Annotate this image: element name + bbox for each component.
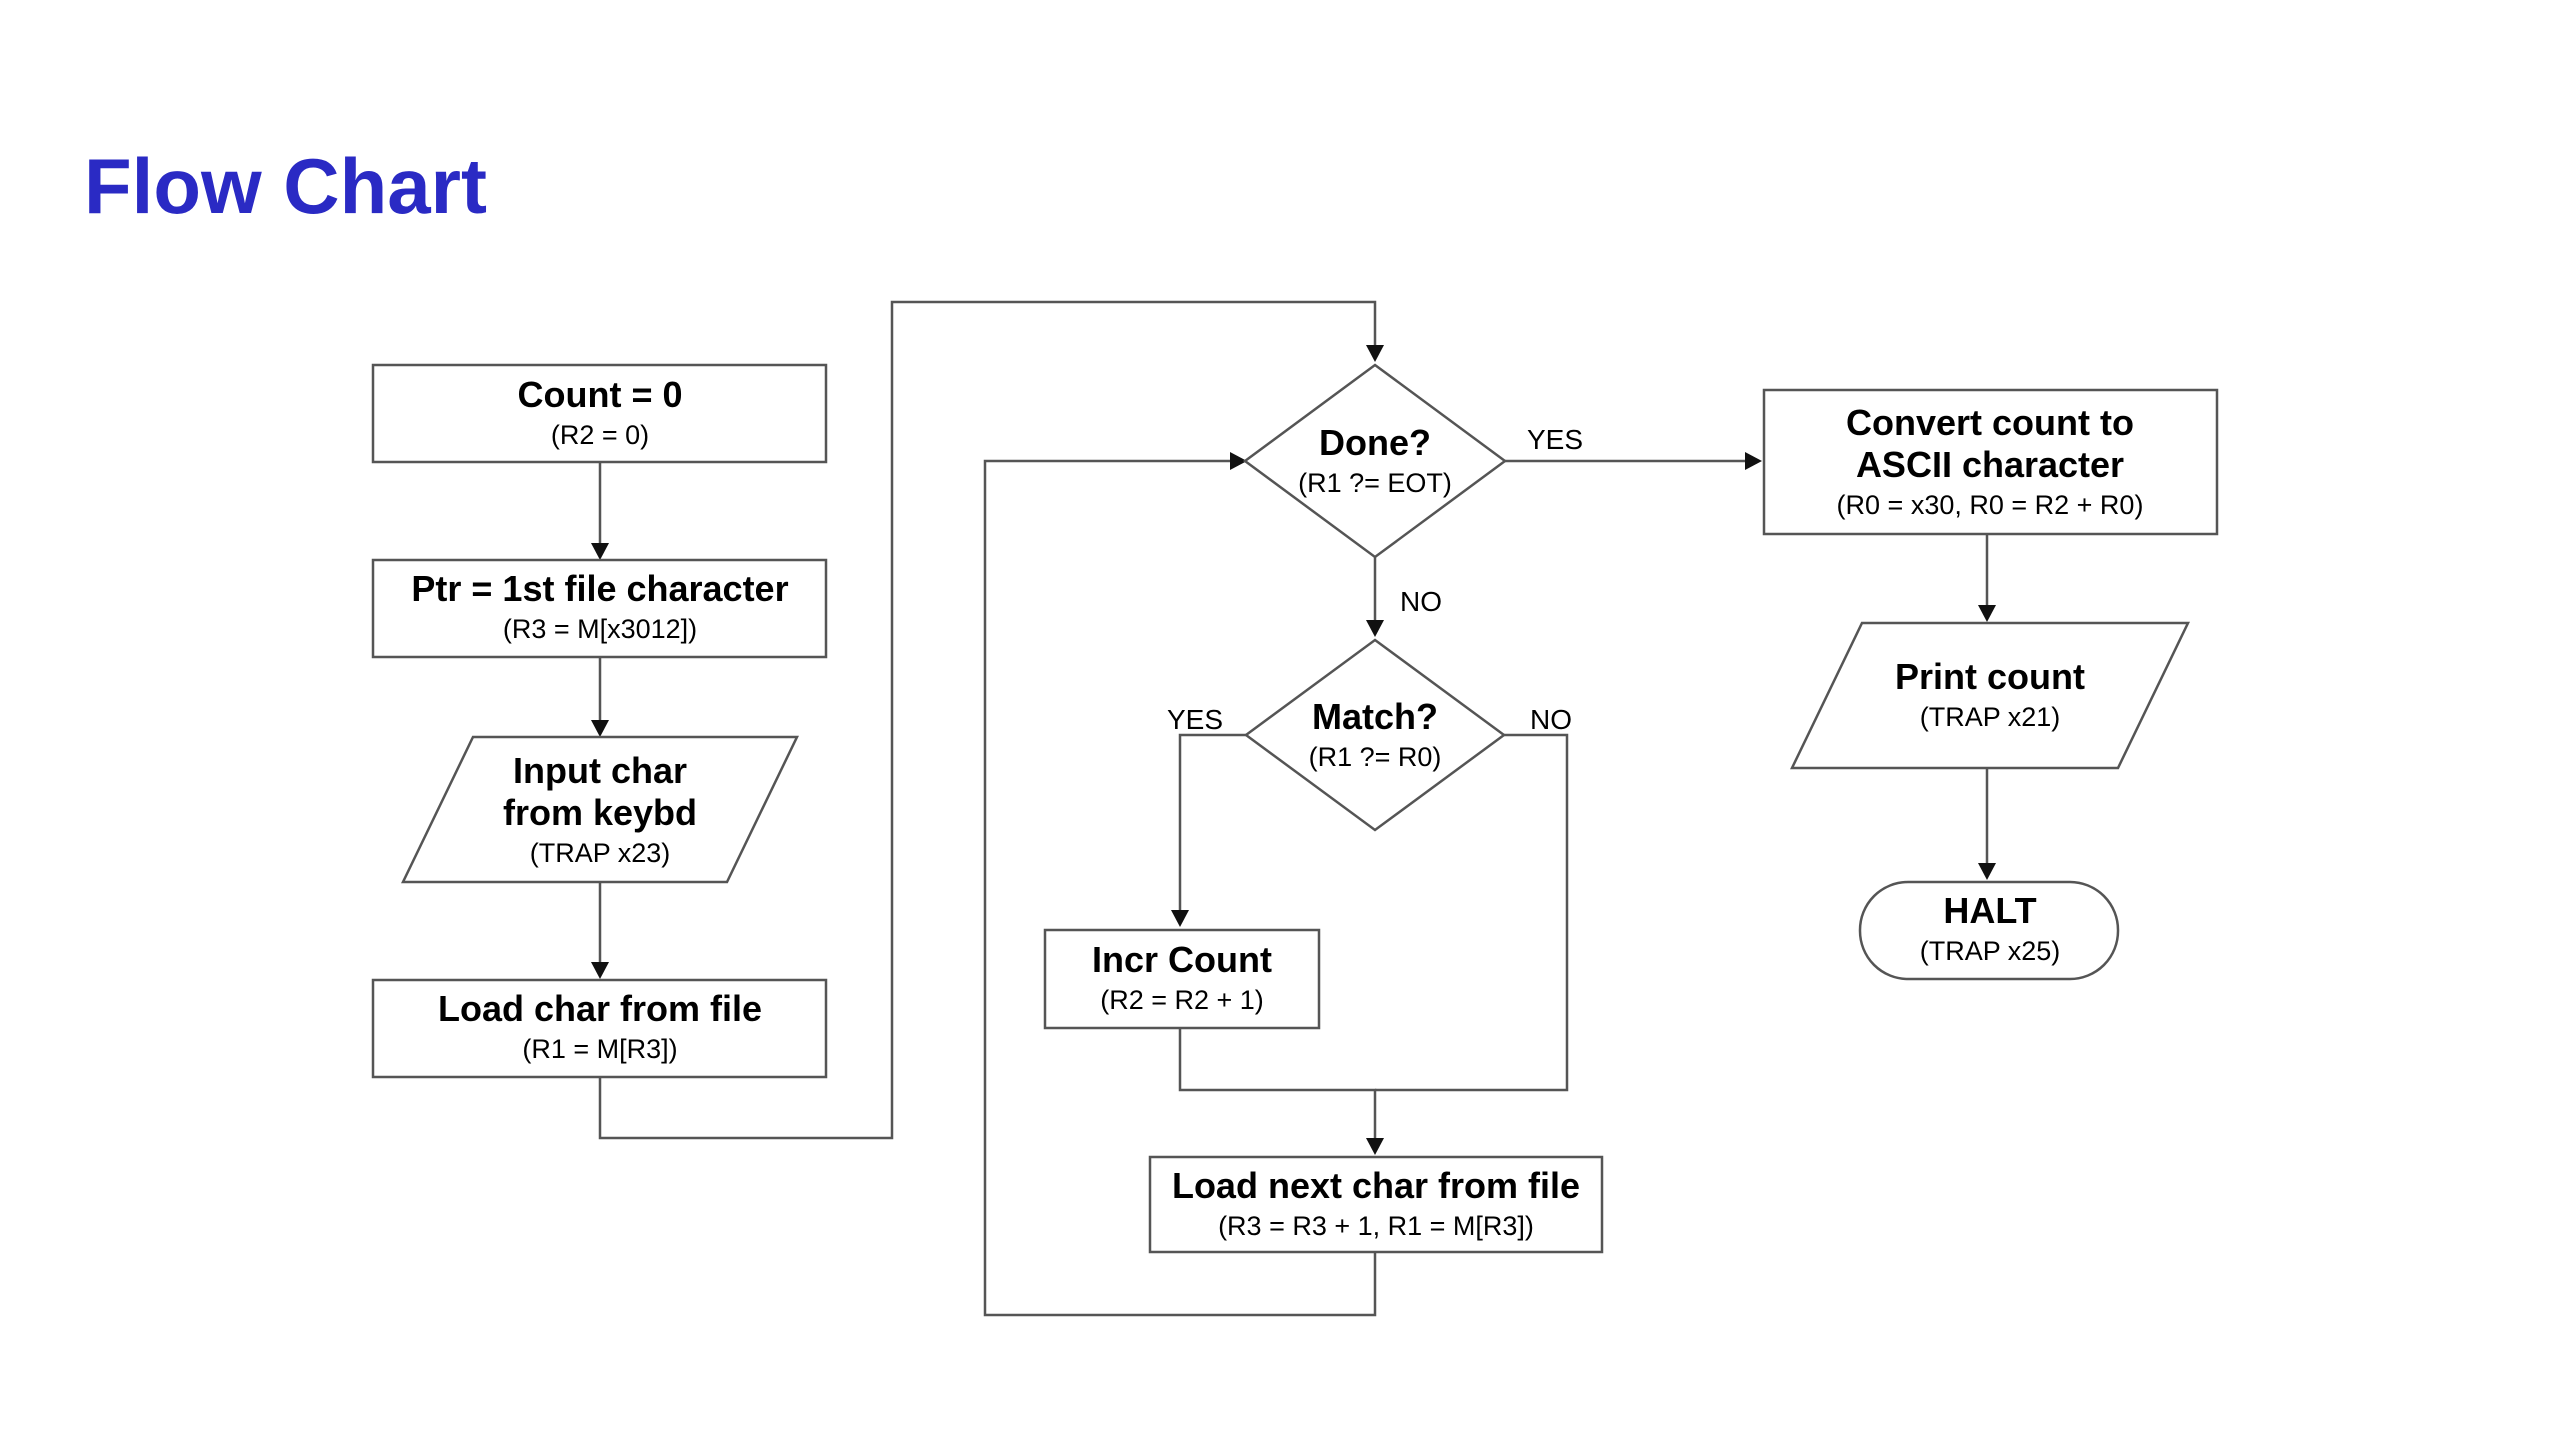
connector-loadnext-to-done	[983, 459, 1377, 1317]
node-label: HALT	[1943, 890, 2036, 931]
connector-incr-to-merge	[1178, 1028, 1377, 1140]
io-parallelogram	[401, 735, 799, 884]
node-sublabel: (R1 ?= EOT)	[1298, 468, 1452, 498]
node-label: Ptr = 1st file character	[411, 568, 788, 609]
edge-label-match-yes: YES	[1167, 704, 1223, 735]
node-label: Incr Count	[1092, 939, 1272, 980]
edge-label-done-no: NO	[1400, 586, 1442, 617]
process-box-convert: Convert count to ASCII character (R0 = x…	[1762, 388, 2219, 536]
page-title: Flow Chart	[84, 142, 487, 230]
process-box	[371, 363, 828, 464]
connectors	[591, 300, 1996, 1317]
process-box	[371, 978, 828, 1079]
node-label: Input char	[513, 750, 687, 791]
arrowhead	[591, 543, 609, 560]
arrowhead	[1366, 345, 1384, 362]
process-box	[371, 558, 828, 659]
process-box-load-next: Load next char from file (R3 = R3 + 1, R…	[1148, 1155, 1604, 1254]
edge-label-match-no: NO	[1530, 704, 1572, 735]
node-label: Load char from file	[438, 988, 762, 1029]
arrowhead	[1745, 452, 1762, 470]
process-box	[1148, 1155, 1604, 1254]
io-box-input-char: Input char from keybd (TRAP x23)	[401, 735, 799, 884]
process-box-count: Count = 0 (R2 = 0)	[371, 363, 828, 464]
node-sublabel: (R3 = M[x3012])	[503, 614, 697, 644]
arrowhead	[591, 962, 609, 979]
node-sublabel: (R2 = 0)	[551, 420, 649, 450]
connector-match-yes-to-incr	[1178, 733, 1246, 912]
process-box-ptr: Ptr = 1st file character (R3 = M[x3012])	[371, 558, 828, 659]
connector-match-no-to-merge	[1375, 733, 1569, 1092]
arrowhead	[1171, 910, 1189, 927]
node-label: Match?	[1312, 696, 1438, 737]
node-sublabel: (R1 = M[R3])	[522, 1034, 677, 1064]
arrowhead	[1978, 605, 1996, 622]
node-sublabel: (TRAP x21)	[1920, 702, 2061, 732]
node-sublabel: (R2 = R2 + 1)	[1100, 985, 1264, 1015]
terminal-pill	[1858, 880, 2120, 981]
process-box-incr-count: Incr Count (R2 = R2 + 1)	[1043, 928, 1321, 1030]
process-box-load-char: Load char from file (R1 = M[R3])	[371, 978, 828, 1079]
decision-match: Match? (R1 ?= R0)	[1243, 638, 1507, 832]
process-box	[1043, 928, 1321, 1030]
node-sublabel: (R0 = x30, R0 = R2 + R0)	[1837, 490, 2144, 520]
node-label: from keybd	[503, 792, 697, 833]
node-sublabel: (R3 = R3 + 1, R1 = M[R3])	[1218, 1211, 1534, 1241]
node-sublabel: (R1 ?= R0)	[1309, 742, 1442, 772]
edge-label-done-yes: YES	[1527, 424, 1583, 455]
node-label: Print count	[1895, 656, 2085, 697]
arrowhead	[1366, 1138, 1384, 1155]
node-label: Load next char from file	[1172, 1165, 1580, 1206]
arrowhead	[1978, 863, 1996, 880]
connector-load-to-done	[598, 300, 1377, 1140]
decision-done: Done? (R1 ?= EOT)	[1242, 363, 1508, 559]
node-sublabel: (TRAP x23)	[530, 838, 671, 868]
io-parallelogram	[1790, 621, 2190, 770]
node-sublabel: (TRAP x25)	[1920, 936, 2061, 966]
arrowhead	[1230, 452, 1247, 470]
arrowhead	[1366, 620, 1384, 637]
node-label: Done?	[1319, 422, 1431, 463]
arrowhead	[591, 720, 609, 737]
node-label: Count = 0	[517, 374, 682, 415]
terminal-halt: HALT (TRAP x25)	[1858, 880, 2120, 981]
io-box-print-count: Print count (TRAP x21)	[1790, 621, 2190, 770]
process-box	[1762, 388, 2219, 536]
decision-diamond	[1242, 363, 1508, 559]
decision-diamond	[1243, 638, 1507, 832]
node-label: ASCII character	[1856, 444, 2124, 485]
node-label: Convert count to	[1846, 402, 2134, 443]
